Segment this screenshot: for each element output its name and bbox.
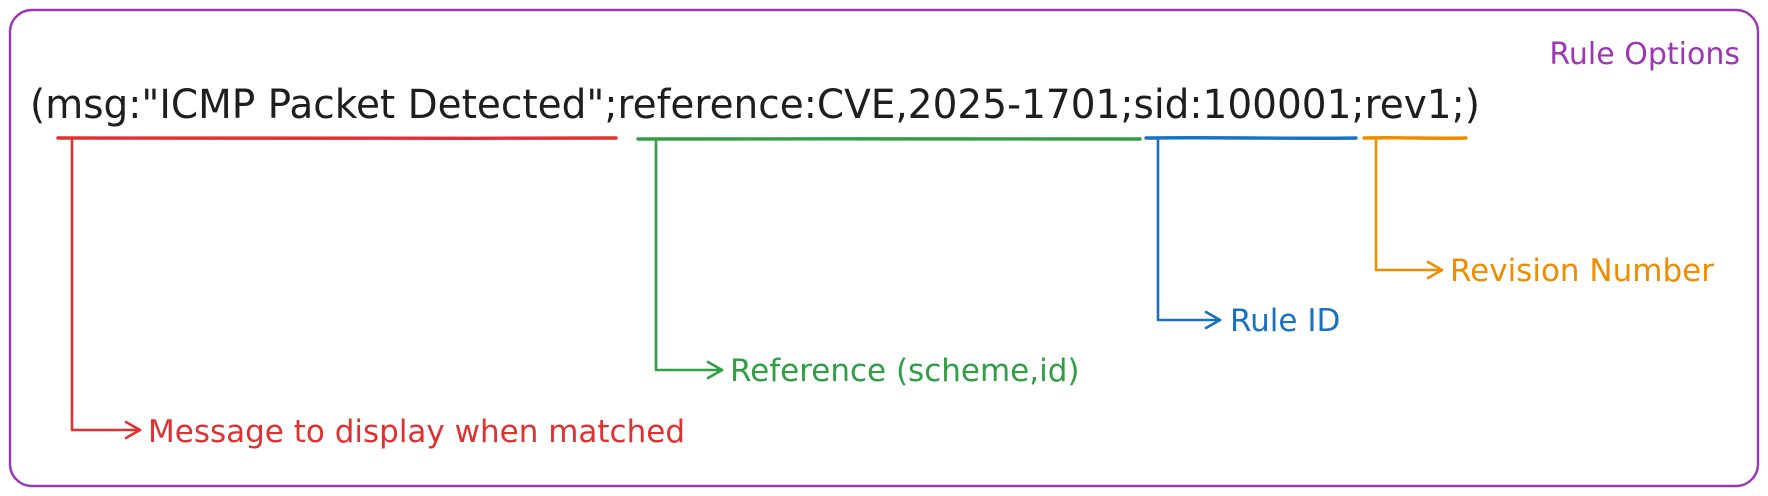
msg-connector xyxy=(70,138,142,432)
rev-label: Revision Number xyxy=(1450,253,1714,289)
rule-msg-segment: (msg:"ICMP Packet Detected" xyxy=(30,82,604,128)
sid-label: Rule ID xyxy=(1230,303,1340,339)
arrow-right-icon xyxy=(1204,310,1222,330)
arrow-right-icon xyxy=(1426,260,1444,280)
rule-separator: ; xyxy=(1351,82,1364,128)
msg-underline xyxy=(56,136,618,140)
callout-rev: Revision Number xyxy=(1362,136,1714,289)
frame-title: Rule Options xyxy=(1549,37,1740,72)
rule-separator: ; xyxy=(1120,82,1133,128)
rule-text: (msg:"ICMP Packet Detected";reference:CV… xyxy=(30,82,1480,128)
frame-border xyxy=(8,8,1760,488)
reference-underline xyxy=(636,137,1142,141)
rule-reference-segment: reference:CVE,2025-1701 xyxy=(618,82,1121,128)
reference-label: Reference (scheme,id) xyxy=(730,353,1079,389)
reference-connector xyxy=(654,139,724,372)
rev-connector xyxy=(1374,138,1444,272)
rule-sid-segment: sid:100001 xyxy=(1134,82,1352,128)
callout-reference: Reference (scheme,id) xyxy=(636,137,1142,389)
rev-underline xyxy=(1362,136,1468,140)
sid-connector xyxy=(1156,138,1222,322)
sid-underline xyxy=(1144,136,1358,140)
callout-sid: Rule ID xyxy=(1144,136,1358,339)
rule-rev-segment: rev1; xyxy=(1365,82,1465,128)
arrow-right-icon xyxy=(124,420,142,440)
rule-separator: ; xyxy=(604,82,617,128)
arrow-right-icon xyxy=(706,360,724,380)
msg-label: Message to display when matched xyxy=(148,414,685,450)
rule-close-paren: ) xyxy=(1465,82,1480,128)
callout-msg: Message to display when matched xyxy=(56,136,685,450)
